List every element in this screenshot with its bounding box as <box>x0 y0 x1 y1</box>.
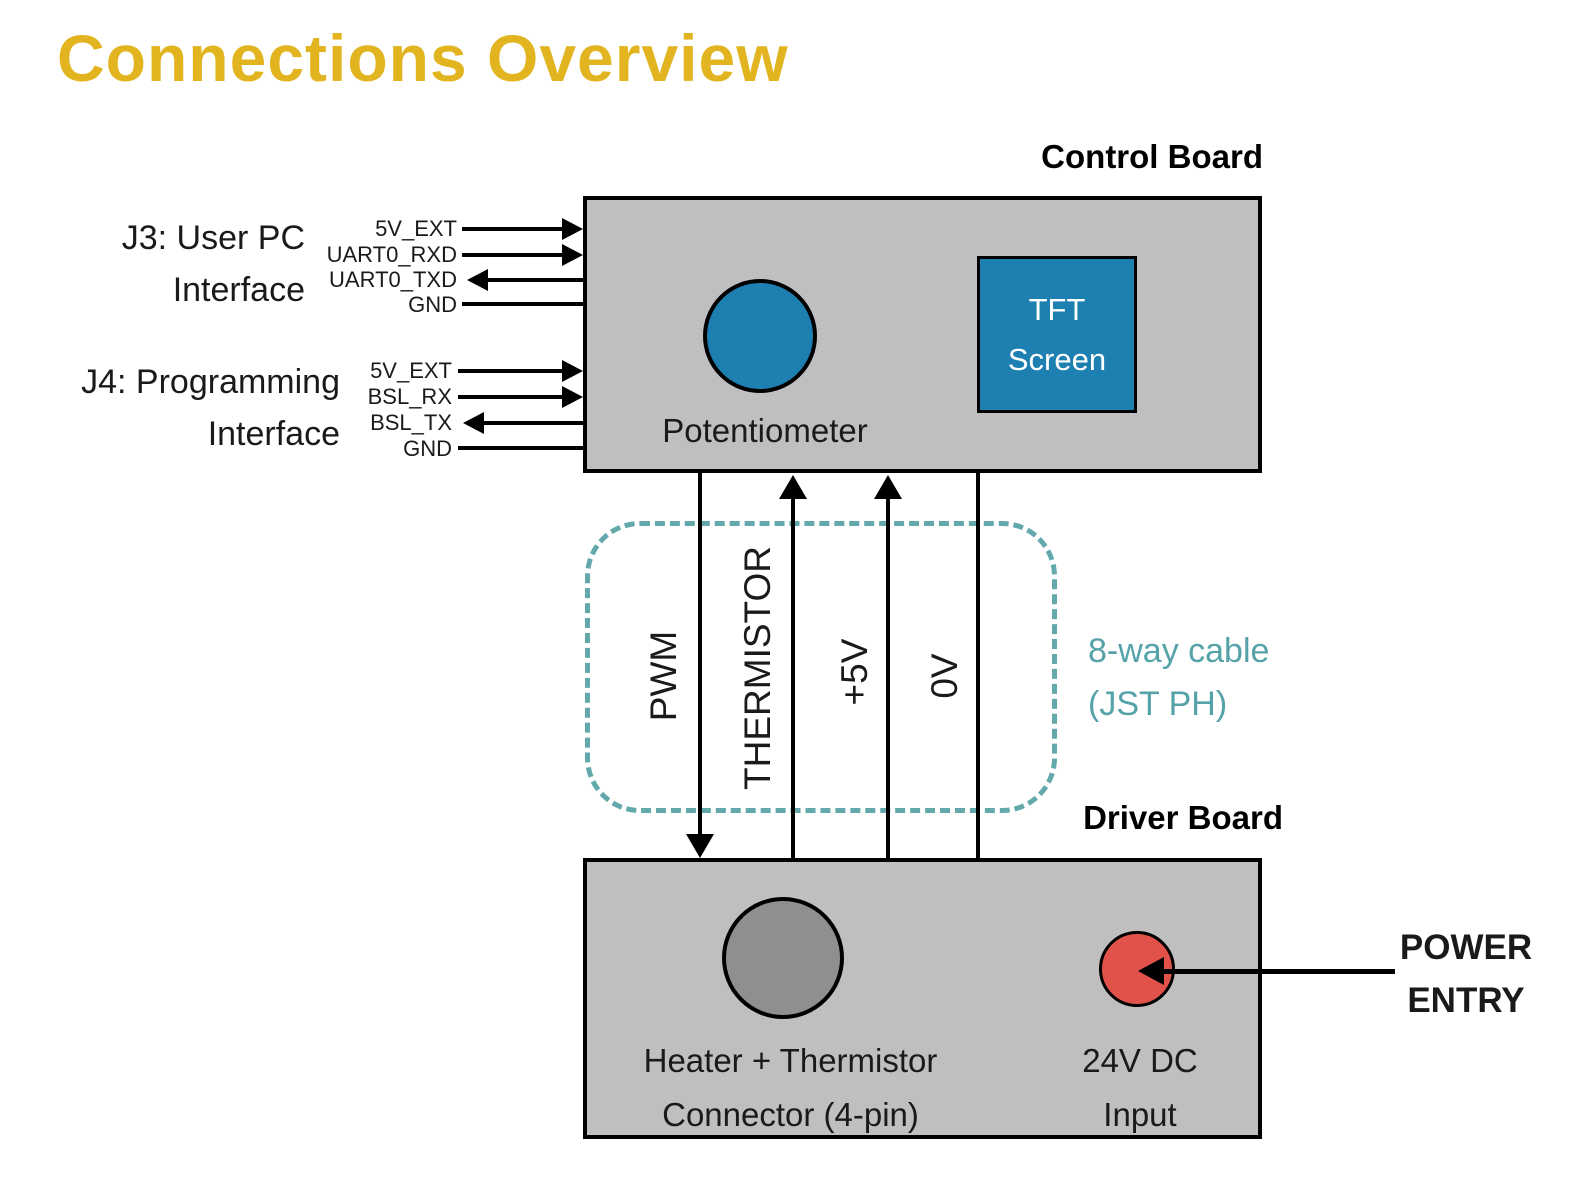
control-board-title: Control Board <box>1041 138 1263 175</box>
pwm-arrow-down-icon <box>686 834 714 858</box>
j4-signal-label-bsl-tx: BSL_TX <box>370 410 452 435</box>
j3-uart0-rxd-arrow-right-icon <box>562 244 583 266</box>
power-entry-label: POWER ENTRY <box>1378 921 1554 1027</box>
page-title: Connections Overview <box>57 21 789 95</box>
pwm-wire-label: PWM <box>643 630 684 722</box>
heater-thermistor-connector-icon <box>722 897 844 1019</box>
power-entry-arrow-left-icon <box>1138 957 1164 985</box>
j4-bsl-rx-line <box>458 395 563 399</box>
j3-interface-label-line2: Interface <box>172 271 305 309</box>
j3-signal-label-uart0-rxd: UART0_RXD <box>326 242 457 267</box>
j3-signal-label-gnd: GND <box>408 292 457 317</box>
j4-bsl-rx-arrow-right-icon <box>562 386 583 408</box>
tft-screen: TFT Screen <box>977 256 1137 413</box>
thermistor-wire-line <box>791 497 795 858</box>
j4-signal-label-gnd: GND <box>403 436 452 461</box>
zerov-wire-label: 0V <box>924 653 965 699</box>
thermistor-arrow-up-icon <box>779 475 807 499</box>
heater-connector-label-line2: Connector (4-pin) <box>662 1096 919 1133</box>
tft-screen-label-line2: Screen <box>1007 341 1107 377</box>
j4-signal-label-bsl-rx: BSL_RX <box>367 384 452 409</box>
j4-5v-ext-line <box>458 369 563 373</box>
j4-interface-label-line1: J4: Programming <box>81 363 340 401</box>
plus5v-arrow-up-icon <box>874 475 902 499</box>
j3-gnd-line <box>462 302 583 306</box>
plus5v-wire-line <box>886 497 890 858</box>
j3-signal-label-uart0-txd: UART0_TXD <box>329 267 457 292</box>
power-entry-label-line1: POWER <box>1399 928 1533 967</box>
dc-input-label-line1: 24V DC <box>1082 1042 1198 1079</box>
j3-uart0-txd-arrow-left-icon <box>467 269 488 291</box>
potentiometer-label: Potentiometer <box>662 412 868 449</box>
j4-signal-label-5v-ext: 5V_EXT <box>370 358 452 383</box>
j3-5v-ext-line <box>462 227 563 231</box>
thermistor-wire-label: THERMISTOR <box>737 546 778 790</box>
tft-screen-label-line1: TFT <box>1028 291 1086 327</box>
j3-uart0-rxd-line <box>462 253 563 257</box>
j4-interface-label: J4: Programming Interface <box>40 356 340 460</box>
power-entry-line <box>1162 969 1395 974</box>
driver-board-title: Driver Board <box>1083 799 1283 836</box>
heater-connector-label-line1: Heater + Thermistor <box>643 1042 938 1079</box>
j4-bsl-tx-line <box>484 421 583 425</box>
cable-boundary-dashed-box <box>585 521 1057 813</box>
heater-connector-label: Heater + Thermistor Connector (4-pin) <box>598 1034 983 1142</box>
zerov-wire-line <box>976 473 980 858</box>
j3-signal-label-5v-ext: 5V_EXT <box>375 216 457 241</box>
plus5v-wire-label: +5V <box>834 638 875 706</box>
cable-type-label-line2: (JST PH) <box>1088 685 1228 723</box>
control-board <box>583 196 1262 473</box>
j4-interface-label-line2: Interface <box>207 415 340 453</box>
j3-interface-label-line1: J3: User PC <box>121 219 305 257</box>
dc-input-label: 24V DC Input <box>1040 1034 1240 1142</box>
j4-gnd-line <box>458 446 583 450</box>
j3-5v-ext-arrow-right-icon <box>562 218 583 240</box>
j4-bsl-tx-arrow-left-icon <box>463 412 484 434</box>
j3-uart0-txd-line <box>488 278 583 282</box>
power-entry-label-line2: ENTRY <box>1407 981 1525 1020</box>
j3-interface-label: J3: User PC Interface <box>58 212 305 316</box>
cable-type-label: 8-way cable (JST PH) <box>1088 625 1269 731</box>
dc-input-label-line2: Input <box>1103 1096 1177 1133</box>
pwm-wire-line <box>698 473 702 836</box>
potentiometer-knob-icon <box>703 279 817 393</box>
j4-5v-ext-arrow-right-icon <box>562 360 583 382</box>
cable-type-label-line1: 8-way cable <box>1088 632 1270 670</box>
